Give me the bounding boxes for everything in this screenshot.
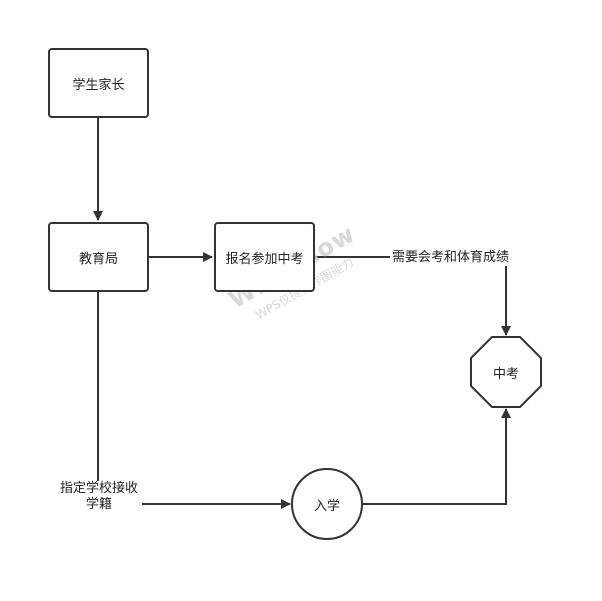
edge-label-requires-scores: 需要会考和体育成绩 [390,250,512,266]
node-register-exam-label: 报名参加中考 [225,251,304,267]
node-education-bureau[interactable]: 教育局 [48,222,149,292]
node-zhongkao-label: 中考 [492,366,519,382]
node-zhongkao[interactable]: 中考 [470,336,542,408]
node-enrollment-label: 入学 [313,498,340,514]
node-parents-label: 学生家长 [72,77,125,93]
node-parents[interactable]: 学生家长 [48,48,149,118]
zhongkao-octagon-shape [470,336,542,408]
edge-bureau-to-enrollment [97,292,291,509]
edge-label-assign-school-line2: 学籍 [85,497,112,512]
edge-register-to-zhongkao [314,256,511,336]
node-education-bureau-label: 教育局 [78,251,118,267]
edge-label-assign-school-line1: 指定学校接收 [59,481,138,496]
node-register-exam[interactable]: 报名参加中考 [214,222,315,292]
node-enrollment[interactable]: 入学 [291,468,363,540]
edge-label-assign-school: 指定学校接收 学籍 [56,481,142,513]
edge-enrollment-to-zhongkao [362,408,511,505]
